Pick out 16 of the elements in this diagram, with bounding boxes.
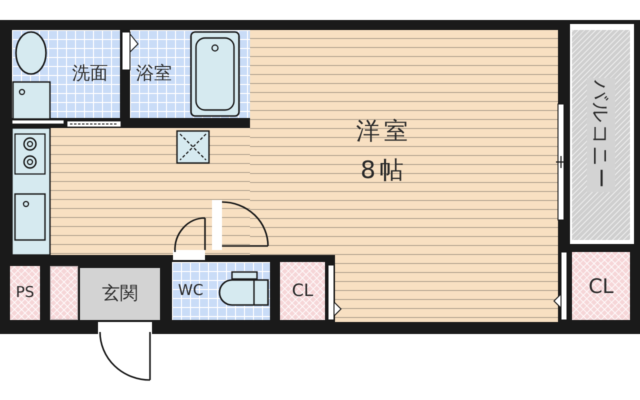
room-label: 玄関: [102, 282, 138, 306]
room-label: WC: [178, 281, 204, 301]
room-label: 8帖: [360, 155, 408, 186]
room-label: 洋室: [356, 116, 412, 147]
balcony: [572, 30, 630, 240]
storage-space: [10, 266, 40, 320]
room-label: PS: [16, 283, 34, 303]
entrance: [80, 268, 160, 320]
room-label: CL: [292, 280, 314, 302]
room-label: バルコニー: [587, 78, 615, 192]
western-room: [250, 30, 558, 322]
closet: [572, 252, 630, 320]
room-label: 浴室: [136, 62, 172, 86]
room-label: CL: [588, 273, 614, 299]
room-label: 洗面: [72, 62, 108, 86]
storage-space: [50, 266, 78, 320]
